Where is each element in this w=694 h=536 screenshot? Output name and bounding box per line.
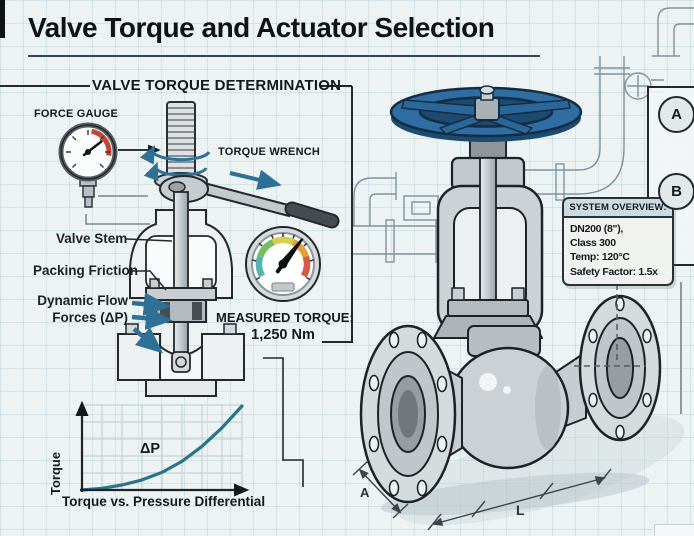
system-overview-line-size: DN200 (8"), — [570, 223, 624, 235]
system-overview-line-safety: Safety Factor: 1.5x — [570, 265, 658, 278]
dimension-a-label: A — [360, 485, 370, 500]
force-gauge-illustration — [58, 122, 161, 225]
packing-friction-label: Packing Friction — [33, 263, 139, 278]
torque-chart: ΔP — [75, 400, 250, 497]
test-valve-cutaway — [117, 191, 245, 397]
chart-curve — [80, 404, 244, 492]
title-underline — [28, 55, 540, 57]
system-overview-line-temp: Temp: 120°C — [570, 251, 630, 264]
chart-annotation: ΔP — [140, 441, 160, 457]
chart-caption: Torque vs. Pressure Differential — [62, 494, 266, 509]
measured-torque-value: 1,250 Nm — [251, 327, 315, 343]
system-overview-line-class: Class 300 — [570, 237, 616, 250]
panel-header: VALVE TORQUE DETERMINATION — [92, 77, 342, 94]
dimension-l-label: L — [516, 502, 525, 518]
measured-torque-label: MEASURED TORQUE: — [216, 310, 354, 325]
dimension-lines — [352, 460, 612, 531]
system-overview-body: DN200 (8"), Class 300 Temp: 120°C Safety… — [564, 218, 672, 284]
dynamic-flow-label-line2: Forces (ΔP) — [52, 309, 128, 325]
measured-torque-gauge — [245, 226, 321, 302]
force-gauge-label: FORCE GAUGE — [34, 108, 119, 120]
chart-y-axis-label: Torque — [48, 451, 63, 495]
callout-marker-b: B — [658, 173, 694, 210]
callout-marker-a: A — [658, 96, 694, 133]
faint-border-fragment — [654, 524, 694, 536]
valve-stem-label: Valve Stem — [56, 231, 128, 246]
torque-wrench-label: TORQUE WRENCH — [218, 146, 321, 158]
dynamic-flow-label-line1: Dynamic Flow — [37, 293, 128, 308]
system-overview-header: SYSTEM OVERVIEW: — [564, 199, 672, 218]
torque-wrench-illustration — [159, 169, 340, 229]
panel-frame — [0, 85, 353, 487]
handwheel — [389, 85, 583, 142]
callout-marker-a-label: A — [671, 106, 682, 123]
callout-marker-b-label: B — [671, 183, 682, 200]
centerlines — [574, 282, 682, 414]
dynamic-flow-label: Dynamic Flow Forces (ΔP) — [24, 293, 128, 327]
main-valve-illustration — [359, 85, 662, 504]
corner-mark — [0, 0, 5, 38]
system-overview-box: SYSTEM OVERVIEW: DN200 (8"), Class 300 T… — [562, 197, 674, 286]
page-title: Valve Torque and Actuator Selection — [28, 12, 495, 43]
